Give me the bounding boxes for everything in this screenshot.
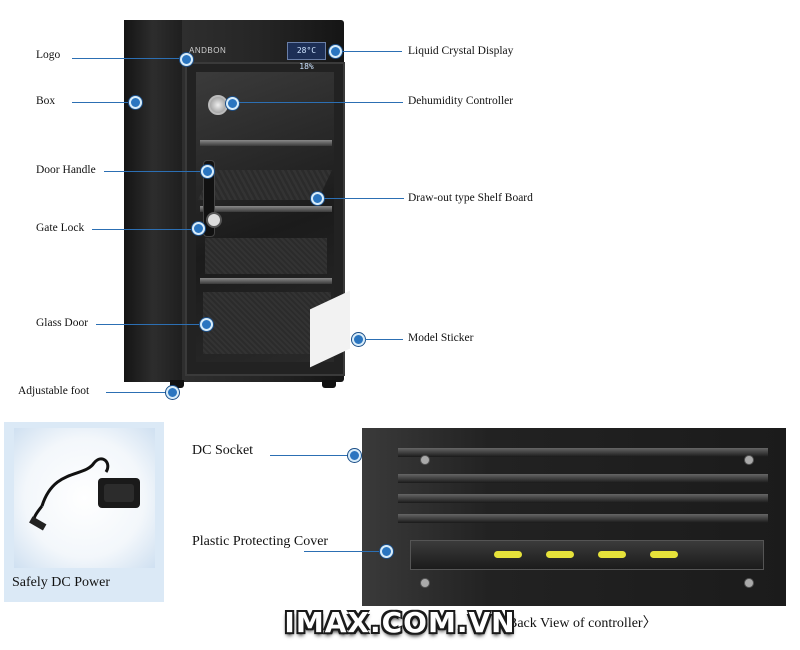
callout-dot-model-sticker	[352, 333, 365, 346]
back-screw-bottom-left	[420, 578, 430, 588]
callout-dot-gate-lock	[192, 222, 205, 235]
vent-slot-2	[546, 551, 574, 558]
dehumidity-controller-knob	[208, 95, 228, 115]
vent-slot-1	[494, 551, 522, 558]
cabinet-side-panel	[124, 20, 182, 382]
back-screw-top-left	[420, 455, 430, 465]
power-adapter-icon	[29, 457, 140, 531]
leader-door-handle	[104, 171, 204, 172]
label-glass-door: Glass Door	[36, 317, 89, 329]
callout-dot-dc-socket	[348, 449, 361, 462]
plastic-cover-plate	[410, 540, 764, 570]
back-screw-bottom-right	[744, 578, 754, 588]
callout-dot-dehumidity-controller	[226, 97, 239, 110]
leader-adjustable-foot	[106, 392, 168, 393]
brand-logo: ANDBON	[189, 46, 227, 55]
back-rail-3	[398, 494, 768, 503]
foot-left	[170, 380, 184, 388]
vent-slot-4	[650, 551, 678, 558]
shelf-1	[200, 140, 332, 146]
callout-dot-adjustable-foot	[166, 386, 179, 399]
leader-plastic-cover	[304, 551, 382, 552]
vent-slot-3	[598, 551, 626, 558]
leader-glass-door	[96, 324, 202, 325]
label-plastic-cover: Plastic Protecting Cover	[192, 534, 329, 549]
label-dc-socket: DC Socket	[192, 443, 254, 458]
leader-model-sticker	[365, 339, 403, 340]
callout-dot-shelf-board	[311, 192, 324, 205]
shelf-foam-3	[203, 292, 331, 354]
label-lcd: Liquid Crystal Display	[408, 45, 514, 57]
leader-lcd	[342, 51, 402, 52]
leader-dehumidity-controller	[239, 102, 403, 103]
callout-dot-lcd	[329, 45, 342, 58]
label-model-sticker: Model Sticker	[408, 332, 474, 344]
watermark: IMAX.COM.VN	[284, 606, 516, 639]
back-screw-top-right	[744, 455, 754, 465]
shelf-2	[200, 206, 332, 212]
back-rail-4	[398, 514, 768, 523]
power-caption: Safely DC Power	[12, 575, 110, 590]
callout-dot-glass-door	[200, 318, 213, 331]
back-view-caption: Back View of controller〉	[508, 616, 657, 631]
shelf-foam-2	[205, 238, 327, 274]
back-rail-1	[398, 448, 768, 457]
label-gate-lock: Gate Lock	[36, 222, 85, 234]
callout-dot-plastic-cover	[380, 545, 393, 558]
foot-right	[322, 380, 336, 388]
label-shelf-board: Draw-out type Shelf Board	[408, 192, 533, 204]
label-dehumidity-controller: Dehumidity Controller	[408, 95, 514, 107]
lcd-display: 28°C 18%	[287, 42, 326, 71]
power-supply-photo	[14, 428, 155, 568]
label-adjustable-foot: Adjustable foot	[18, 385, 90, 397]
leader-logo	[72, 58, 184, 59]
label-box: Box	[36, 95, 56, 107]
shelf-3	[200, 278, 332, 284]
callout-dot-box	[129, 96, 142, 109]
back-rail-2	[398, 474, 768, 483]
leader-dc-socket	[270, 455, 350, 456]
leader-gate-lock	[92, 229, 196, 230]
label-door-handle: Door Handle	[36, 164, 96, 176]
callout-dot-door-handle	[201, 165, 214, 178]
callout-dot-logo	[180, 53, 193, 66]
leader-shelf-board	[324, 198, 404, 199]
label-logo: Logo	[36, 49, 61, 61]
gate-lock-cylinder	[206, 212, 222, 228]
leader-box	[72, 102, 132, 103]
